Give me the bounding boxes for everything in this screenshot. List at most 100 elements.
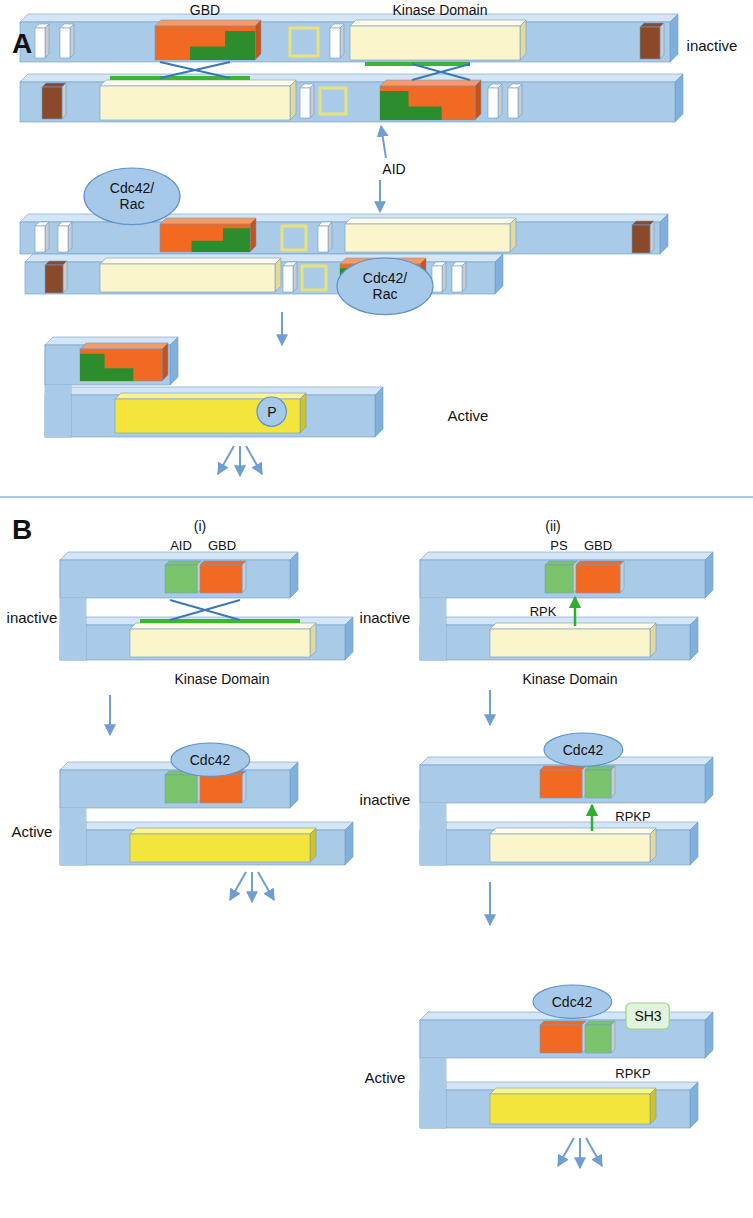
output-arrow (586, 1138, 602, 1166)
gbd-block-front (540, 770, 582, 798)
spacer-block-side (293, 262, 297, 292)
protein-bar-front (420, 625, 690, 660)
gbd-block (540, 766, 586, 798)
spacer-block-front (330, 28, 340, 58)
kinase-domain (100, 80, 296, 120)
protein-bar (60, 552, 298, 598)
text-label: GBD (584, 539, 612, 553)
gbd-block-top (200, 561, 246, 565)
terminal-block-side (660, 23, 664, 59)
ps-block (585, 1021, 615, 1053)
ps-block-front (585, 770, 611, 798)
gbd-block-front (540, 1025, 582, 1053)
node-text: SH3 (634, 1008, 661, 1024)
spacer-block (300, 84, 314, 118)
spacer-block (35, 222, 49, 252)
node-outline (171, 743, 250, 776)
kinase-domain-side (650, 1088, 656, 1124)
ps-block-side (611, 1021, 615, 1053)
gbd-block-front (80, 349, 162, 381)
protein-hinge (60, 598, 86, 660)
protein-bar-side (495, 254, 503, 294)
kinase-domain (115, 393, 306, 433)
protein-bar-front (20, 82, 675, 122)
terminal-block-front (45, 265, 63, 293)
terminal-block-front (632, 225, 650, 253)
ps-block (585, 766, 615, 798)
spacer-block-front (35, 226, 45, 252)
kinase-domain (130, 828, 316, 862)
protein-bar (420, 1082, 698, 1128)
protein-hinge (60, 808, 86, 865)
linker-square (320, 88, 346, 114)
protein-bar-side (690, 617, 698, 660)
text-label: inactive (7, 610, 58, 627)
kinase-domain (345, 218, 516, 252)
text-label: RPKP (615, 1067, 650, 1081)
protein-bar (20, 14, 678, 62)
spacer-block-side (45, 222, 49, 252)
node-outline (544, 733, 623, 766)
terminal-block-front (640, 27, 660, 59)
node-text: Cdc42 (563, 742, 603, 758)
text-label: Kinase Domain (175, 672, 270, 687)
kinase-domain-top (345, 218, 516, 224)
protein-bar (20, 74, 683, 122)
text-label: RPK (530, 605, 557, 619)
spacer-block (35, 24, 49, 58)
spacer-block-side (68, 222, 72, 252)
kinase-domain-side (275, 258, 281, 292)
kinase-domain-front (115, 399, 300, 433)
gbd-block-top (380, 80, 481, 86)
gbd-block (576, 561, 624, 593)
terminal-block-side (63, 261, 67, 293)
kinase-domain-top (130, 623, 316, 629)
spacer-block (58, 222, 72, 252)
spacer-block-front (488, 88, 498, 118)
gbd-block-front (155, 26, 255, 60)
panel-letter: A (12, 29, 32, 60)
gtpase-ellipse: Cdc42 (532, 984, 613, 1019)
text-label: Kinase Domain (523, 672, 618, 687)
protein-bar-front (60, 830, 345, 865)
kinase-domain-side (290, 80, 296, 120)
spacer-block-side (328, 222, 332, 252)
protein-bar-side (290, 762, 298, 808)
gbd-block-top (80, 343, 168, 349)
kinase-domain-side (310, 828, 316, 862)
node-outline (84, 168, 180, 225)
spacer-block-front (318, 226, 328, 252)
kinase-domain-top (100, 80, 296, 86)
node-text: Cdc42/ Rac (359, 270, 411, 302)
output-arrow (579, 1138, 581, 1168)
phospho-arrow (574, 597, 577, 626)
kinase-domain (350, 20, 526, 60)
phospho-arrow (591, 805, 594, 831)
text-label: (i) (194, 519, 206, 534)
output-arrow (251, 872, 253, 902)
spacer-block-front (35, 28, 45, 58)
aid-region (380, 91, 442, 120)
spacer-block-side (498, 84, 502, 118)
flow-arrow (281, 312, 283, 345)
spacer-block-side (45, 24, 49, 58)
kinase-domain-top (350, 20, 526, 26)
gbd-block-side (242, 561, 246, 593)
protein-bar-side (375, 387, 383, 437)
protein-bar (420, 822, 698, 865)
ps-block (545, 561, 577, 593)
gtpase-ellipse: Cdc42/ Rac (336, 257, 434, 316)
panel-divider (0, 496, 753, 498)
aid-block-front (165, 565, 197, 593)
protein-bar-front (20, 22, 670, 62)
protein-bar-front (420, 830, 690, 865)
kinase-domain-top (100, 258, 281, 264)
gbd-block (80, 343, 168, 381)
protein-bar-front (60, 560, 290, 598)
protein-hinge (420, 598, 446, 660)
protein-bar-front (20, 222, 660, 254)
protein-bar-side (345, 617, 353, 660)
spacer-block-side (462, 262, 466, 292)
protein-bar-side (705, 552, 713, 598)
ps-block-top (585, 1021, 615, 1025)
